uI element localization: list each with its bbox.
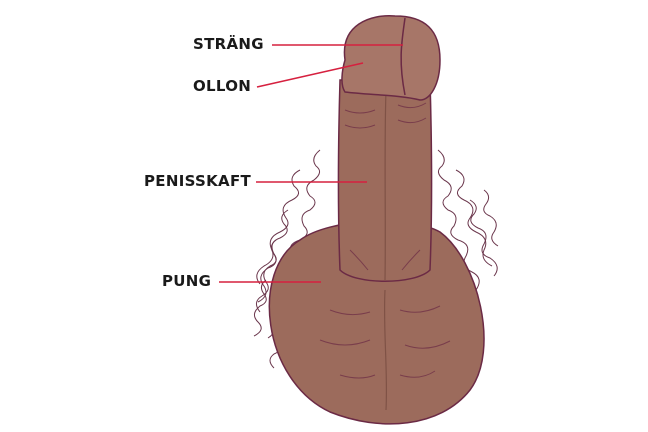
label-pung: PUNG: [162, 272, 212, 290]
glans-shape: [341, 15, 441, 101]
label-penisskaft: PENISSKAFT: [144, 172, 252, 190]
leader-lines: [219, 44, 403, 283]
label-strang: STRÄNG: [193, 35, 264, 53]
label-ollon: OLLON: [193, 77, 252, 95]
leader-line-ollon: [256, 62, 364, 88]
